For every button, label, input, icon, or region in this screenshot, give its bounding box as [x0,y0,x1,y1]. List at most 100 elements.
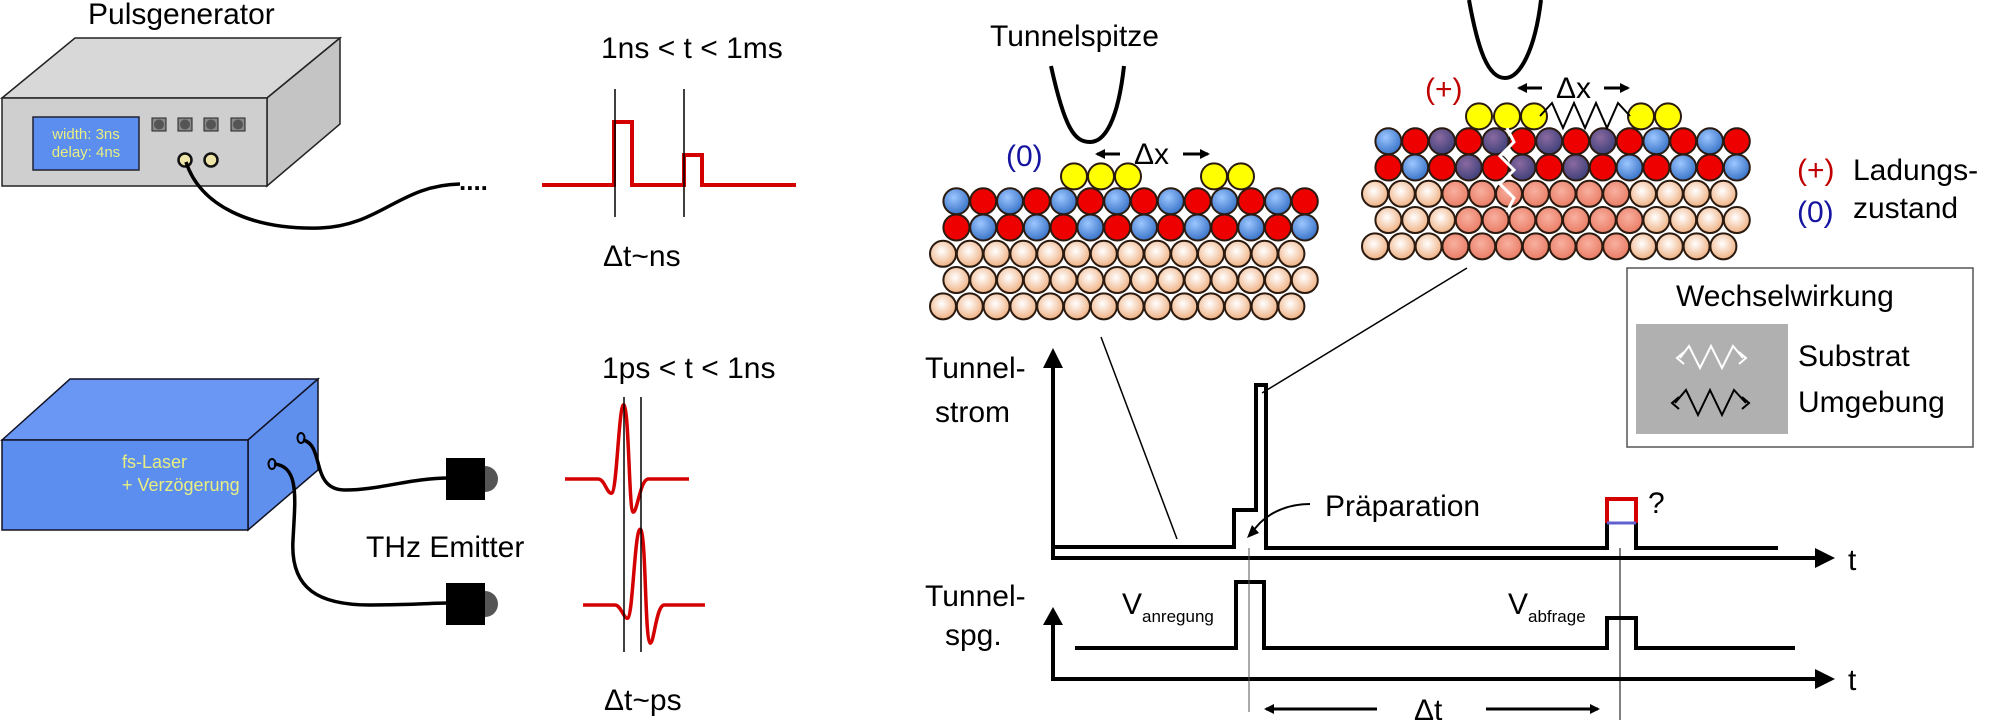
substrate-atom [1709,232,1738,261]
substrate-atom [1250,292,1279,321]
cation-atom [1049,213,1078,242]
substrate-atom [1428,206,1456,235]
substrate-atom [1562,206,1590,235]
anion-atom [942,187,971,216]
anion-atom [1615,153,1644,182]
adatom [1627,102,1655,131]
tunnel-current-plot: Tunnel- strom t ? Präparation [925,348,1857,577]
anion-atom [1103,187,1132,216]
substrate-atom [1210,266,1239,295]
substrate-atom [1237,266,1266,295]
interaction-legend-panel [1636,324,1788,434]
probe-label: Vabfrage [1508,588,1586,626]
substrate-atom [1521,179,1550,208]
substrate-atom [1063,239,1091,268]
laser-label-1: fs-Laser [122,452,187,472]
thz-delta: Δt~ps [604,684,682,717]
substrate-atom [1642,206,1671,235]
substrate-atom [1089,292,1118,321]
pump-label: Vanregung [1122,588,1214,626]
cable-continuation: .... [459,166,488,196]
thz-pulse-1 [565,403,689,514]
anion-atom [1642,127,1671,156]
substrate-atom [1143,239,1172,268]
electric-pulse-train: 1ns < t < 1ms Δt~ns [542,32,796,273]
substrate-atom [1468,179,1497,208]
substrate-interaction-icon [1497,127,1517,213]
output-connector[interactable] [177,152,193,168]
thz-pulse-2 [583,527,705,645]
black-zigzag-arrow-icon [1670,387,1751,418]
cation-atom [1264,213,1292,242]
anion-atom [1210,187,1239,216]
cation-atom [1210,213,1239,242]
substrate-atom [1361,179,1389,208]
anion-atom [969,213,998,242]
cation-atom [942,213,971,242]
voltage-signal [1075,580,1795,650]
cation-atom [1481,153,1510,182]
pulse-generator-title: Pulsgenerator [88,0,275,31]
anion-atom [996,187,1024,216]
current-ylabel-2: strom [935,396,1010,429]
generator-button[interactable] [177,117,193,132]
substrate-atom [1548,232,1577,261]
voltage-ylabel-1: Tunnel- [925,580,1026,613]
substrate-atom [1401,206,1430,235]
question-mark: ? [1648,487,1665,520]
substrate-atom [1197,292,1225,321]
substrate-atom [982,292,1011,321]
interaction-legend-title: Wechselwirkung [1676,280,1894,313]
substrate-atom [1722,206,1751,235]
anion-atom [1535,127,1564,156]
voltage-x-arrow-icon [1815,669,1835,689]
legend-umgebung: Umgebung [1798,386,1945,419]
generator-display [32,116,140,171]
anion-atom [1428,127,1456,156]
preparation-label: Präparation [1325,490,1480,523]
output-connector-2[interactable] [203,152,219,168]
cation-atom [1722,127,1751,156]
substrate-atom [1588,206,1617,235]
cation-atom [1615,127,1644,156]
substrate-atom [1481,206,1510,235]
cation-atom [1696,153,1724,182]
tunnel-voltage-plot: Tunnel- spg. t Vanregung Vabfrage Δt [925,548,1857,720]
current-signal [1053,383,1609,550]
thz-pulse-train: 1ps < t < 1ns Δt~ps [565,352,775,717]
thz-emitter-label: THz Emitter [366,531,524,564]
substrate-atom [1116,239,1145,268]
substrate-atom [982,239,1011,268]
adatom [1520,102,1548,131]
environment-interaction-icon [1539,100,1631,131]
substrate-atom [1049,266,1078,295]
substrate-atom [1669,206,1698,235]
substrate-atom [1521,232,1550,261]
substrate-atom [1156,266,1185,295]
substrate-atom [1036,292,1065,321]
laser-cable-1 [302,438,451,492]
substrate-atom [1414,179,1443,208]
dx-arrows-left: Δx [1095,138,1210,171]
legend-line1: Ladungs- [1853,154,1978,187]
probe-label-v: V [1508,588,1528,621]
display-delay: delay: 4ns [52,144,120,161]
substrate-atom [1548,179,1577,208]
callout-line-neutral [1100,336,1178,540]
dx-label-right: Δx [1556,72,1591,105]
substrate-atom [996,266,1024,295]
generator-button[interactable] [151,117,167,132]
anion-atom [1669,153,1698,182]
electric-delta: Δt~ns [603,240,681,273]
cation-atom [1237,187,1266,216]
substrate-atom [1170,292,1199,321]
generator-button[interactable] [203,117,219,132]
substrate-atom [1036,239,1065,268]
generator-button[interactable] [230,117,246,132]
pump-label-v: V [1122,588,1142,621]
substrate-atom [955,292,984,321]
preparation-arrow-icon [1247,525,1259,538]
substrate-atom [1103,266,1132,295]
substrate-atom [1183,266,1212,295]
anion-atom [1130,213,1158,242]
